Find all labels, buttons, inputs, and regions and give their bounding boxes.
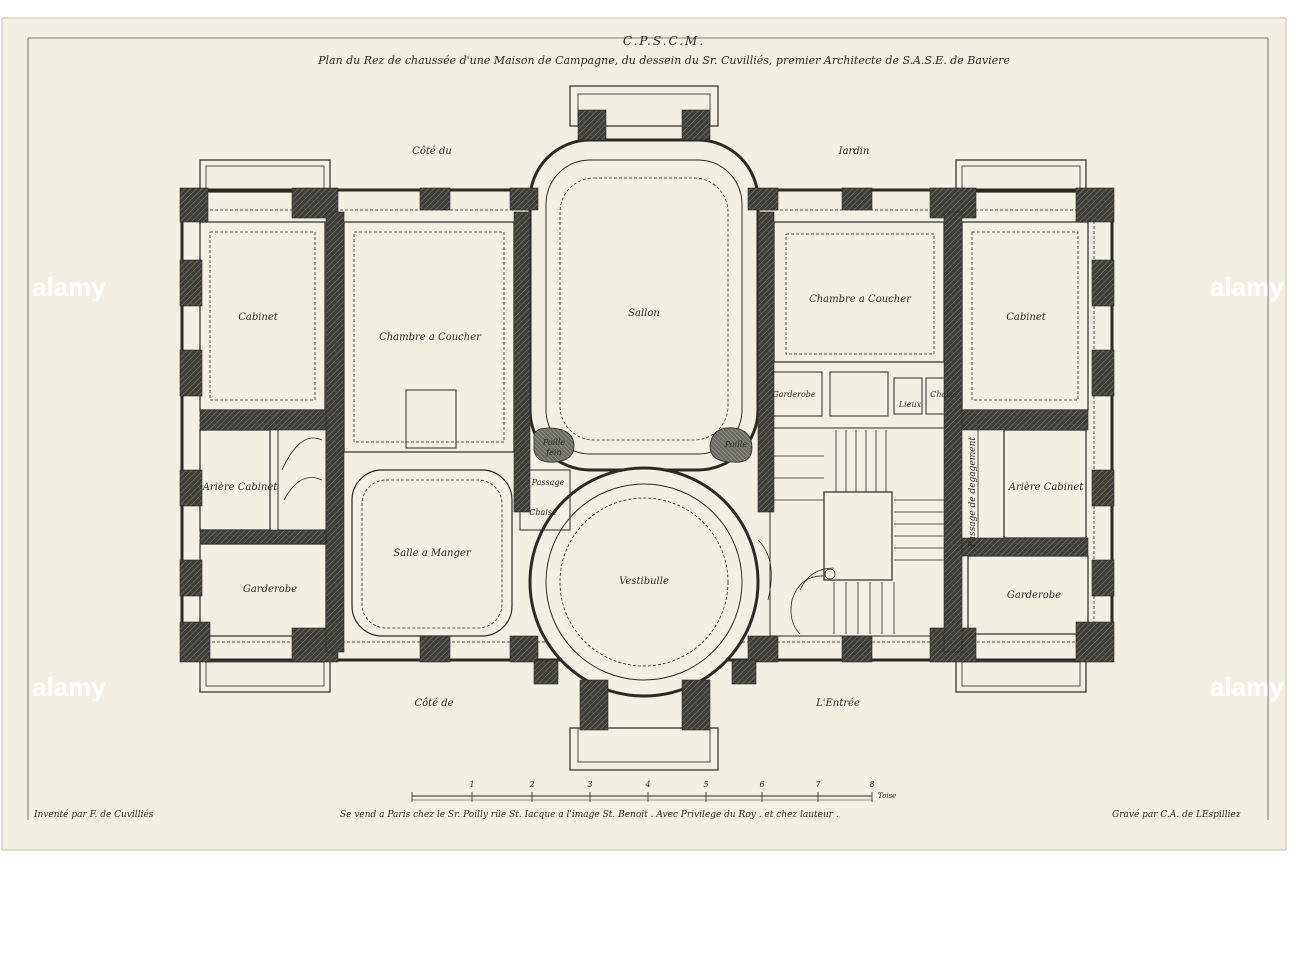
room-cabinet-right: Cabinet	[1006, 312, 1046, 323]
scale-tick-label: 2	[529, 780, 535, 789]
scale-tick-label: 7	[815, 780, 821, 789]
scale-bar	[411, 792, 873, 802]
room-poille: Poille	[724, 440, 748, 449]
room-garderobe-upper: Garderobe	[772, 390, 816, 399]
footer-publisher: Se vend a Paris chez le Sr. Poilly rüe S…	[340, 810, 839, 820]
scale-tick-label: 5	[703, 780, 709, 789]
room-lieux: Lieux	[898, 400, 922, 409]
room-vestibule: Vestibulle	[619, 576, 669, 587]
room-chambre-right: Chambre a Coucher	[809, 294, 911, 305]
room-chambre-left: Chambre a Coucher	[379, 332, 481, 343]
watermark-text: alamy	[32, 272, 106, 302]
scale-tick-label: 4	[645, 780, 651, 789]
room-garderobe-left: Garderobe	[242, 584, 298, 595]
title-monogram: C.P.S.C.M.	[622, 34, 706, 48]
stoves	[533, 427, 753, 463]
wall-piers	[179, 109, 1115, 731]
room-poille-fein: Poille fein	[542, 438, 566, 457]
side-entry-right: L'Entrée	[816, 698, 860, 709]
scale-tick-label: 6	[759, 780, 765, 789]
room-passage: Passage	[531, 478, 565, 487]
room-chaise-left: Chaise	[529, 508, 557, 517]
scale-tick-label: 8	[869, 780, 875, 789]
building-plan	[180, 85, 1114, 771]
watermark-text: alamy	[1210, 672, 1284, 702]
room-arriere-left: Arière Cabinet	[202, 482, 278, 493]
side-garden-left: Côté du	[412, 146, 452, 157]
room-salle-a-manger: Salle a Manger	[393, 548, 471, 559]
room-arriere-right: Arière Cabinet	[1008, 482, 1084, 493]
room-passage-degagement: Passage de degagement	[968, 436, 978, 548]
scale-tick-label: 3	[587, 780, 593, 789]
footer-engraver: Gravé par C.A. de LEspilliez	[1112, 810, 1241, 820]
room-sallon: Sallon	[628, 308, 660, 319]
watermark-text: alamy	[32, 672, 106, 702]
title-caption: Plan du Rez de chaussée d'une Maison de …	[318, 54, 1010, 67]
scale-tick-label: 1	[469, 780, 475, 789]
room-chaise-right: Chaise	[930, 390, 958, 399]
scale-unit: Toise	[878, 792, 897, 800]
room-cabinet-left: Cabinet	[238, 312, 278, 323]
room-garderobe-right: Garderobe	[1006, 590, 1062, 601]
side-entry-left: Côté de	[414, 698, 454, 709]
side-garden-right: Iardin	[838, 146, 870, 157]
watermark-text: alamy	[1210, 272, 1284, 302]
footer-inventor: Inventé par F. de Cuvilliés	[34, 810, 154, 820]
